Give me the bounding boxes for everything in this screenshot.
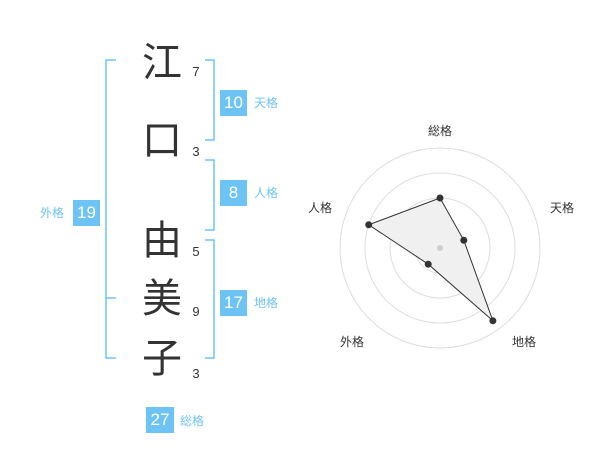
radar-point-1 <box>436 194 444 202</box>
name-char-3: 由 <box>142 218 182 264</box>
radar-point-4 <box>424 260 432 268</box>
jinkaku-value: 8 <box>220 180 247 206</box>
soukaku-label: 総格 <box>180 414 205 428</box>
radar-axis-label-chikaku: 地格 <box>511 335 536 349</box>
radar-point-3 <box>489 317 497 325</box>
stroke-count-4: 9 <box>192 304 200 319</box>
name-char-1: 江 <box>142 40 182 86</box>
name-char-5: 子 <box>142 336 182 382</box>
chikaku-bracket <box>205 239 215 359</box>
tenkaku-value: 10 <box>220 90 247 116</box>
chikaku-value: 17 <box>220 290 247 316</box>
stroke-count-5: 3 <box>192 366 200 381</box>
gaikaku-bracket <box>105 59 116 359</box>
tenkaku-bracket <box>205 59 215 141</box>
chikaku-label: 地格 <box>254 296 279 310</box>
tenkaku-label: 天格 <box>254 96 279 110</box>
gaikaku-value: 19 <box>73 200 100 226</box>
radar-axis-label-soukaku: 総格 <box>427 124 452 138</box>
radar-axis-label-gaikaku: 外格 <box>339 335 364 349</box>
radar-center <box>437 245 443 251</box>
stroke-count-1: 7 <box>192 64 200 79</box>
radar-point-2 <box>460 236 468 244</box>
jinkaku-label: 人格 <box>254 186 279 200</box>
soukaku-value: 27 <box>146 407 174 433</box>
name-char-4: 美 <box>142 276 182 322</box>
jinkaku-bracket <box>205 159 215 231</box>
radar-ring <box>339 147 541 349</box>
radar-axis-label-jinkaku: 人格 <box>307 201 332 215</box>
radar-point-5 <box>365 221 373 229</box>
gaikaku-label: 外格 <box>40 206 65 220</box>
radar-area <box>367 197 494 322</box>
name-char-2: 口 <box>142 118 182 164</box>
radar-ring <box>364 172 516 324</box>
radar-axis-label-tenkaku: 天格 <box>549 201 574 215</box>
stroke-count-3: 5 <box>192 244 200 259</box>
stroke-count-2: 3 <box>192 144 200 159</box>
